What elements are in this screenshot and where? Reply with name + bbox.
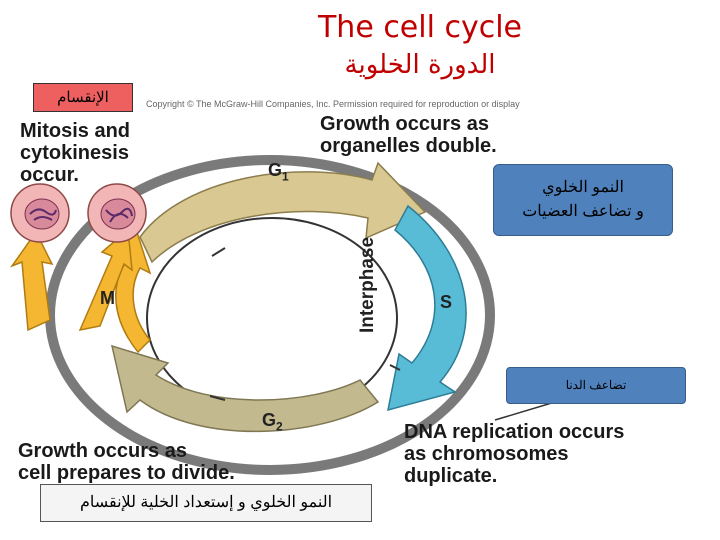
g1-arrow [139, 161, 427, 264]
mitosis-label: Mitosis and cytokinesis occur. [20, 120, 131, 186]
mitosis-arrow-right [78, 228, 133, 332]
phase-s-label: S [440, 292, 453, 312]
prepare-division-callout: النمو الخلوي و إستعداد الخلية للإنقسام [40, 484, 372, 522]
title-english: The cell cycle [317, 10, 523, 45]
dna-replication-callout: تضاعف الدنا [506, 367, 686, 404]
daughter-cell-right [87, 183, 147, 243]
growth-callout: النمو الخلوي و تضاعف العضيات [493, 164, 673, 236]
g2-arrow [110, 344, 380, 433]
phase-g1-label: G1 [268, 160, 289, 184]
title-arabic: الدورة الخلوية [344, 50, 496, 80]
growth-prepare-label: Growth occurs as cell prepares to divide… [18, 440, 235, 484]
copyright-notice: Copyright © The McGraw-Hill Companies, I… [146, 99, 520, 109]
checkpoint-tick [211, 247, 226, 257]
checkpoint-tick [209, 395, 226, 401]
phase-m-label: M [100, 288, 115, 308]
dna-callout-pointer [494, 401, 556, 421]
interphase-label: Interphase [357, 236, 378, 334]
phase-g2-label: G2 [262, 410, 283, 434]
checkpoint-tick [389, 364, 401, 371]
dna-replication-label: DNA replication occurs as chromosomes du… [404, 421, 625, 487]
mitosis-arrow-left [9, 230, 54, 332]
s-arrow [387, 204, 467, 412]
division-callout: الإنقسام [33, 83, 133, 112]
daughter-cell-left [10, 183, 70, 243]
growth-organelles-label: Growth occurs as organelles double. [320, 113, 497, 157]
